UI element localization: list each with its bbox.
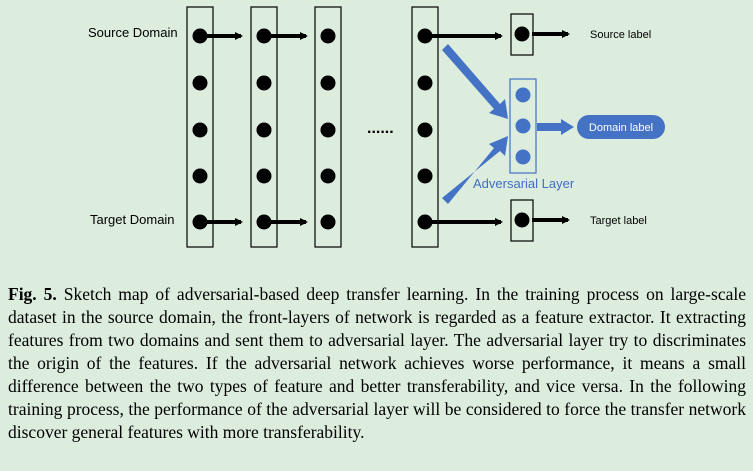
caption-text: Sketch map of adversarial-based deep tra… bbox=[8, 284, 746, 442]
layer-column-3 bbox=[314, 6, 342, 248]
source-flow-arrows bbox=[207, 30, 570, 40]
ellipsis: ...... bbox=[367, 120, 394, 137]
domain-label-box: Domain label bbox=[577, 115, 665, 139]
source-output-node bbox=[510, 13, 534, 56]
source-label: Source label bbox=[590, 29, 651, 41]
target-flow-arrows bbox=[207, 216, 570, 226]
adversarial-layer-label: Adversarial Layer bbox=[473, 176, 575, 191]
layer-column-4 bbox=[411, 6, 439, 248]
figure-number: Fig. 5. bbox=[8, 284, 57, 304]
target-output-node bbox=[510, 199, 534, 242]
layer-column-2 bbox=[250, 6, 278, 248]
layer-column-1 bbox=[186, 6, 214, 248]
target-label: Target label bbox=[590, 215, 647, 227]
target-domain-label: Target Domain bbox=[90, 212, 175, 227]
domain-output-arrow bbox=[537, 119, 574, 135]
domain-label: Domain label bbox=[589, 122, 653, 134]
network-diagram: Source Domain Target Domain ...... bbox=[88, 6, 665, 248]
source-domain-label: Source Domain bbox=[88, 25, 178, 40]
figure-caption: Fig. 5. Sketch map of adversarial-based … bbox=[8, 283, 746, 444]
adversarial-input-arrows bbox=[442, 44, 508, 204]
adversarial-layer-node bbox=[509, 78, 537, 174]
